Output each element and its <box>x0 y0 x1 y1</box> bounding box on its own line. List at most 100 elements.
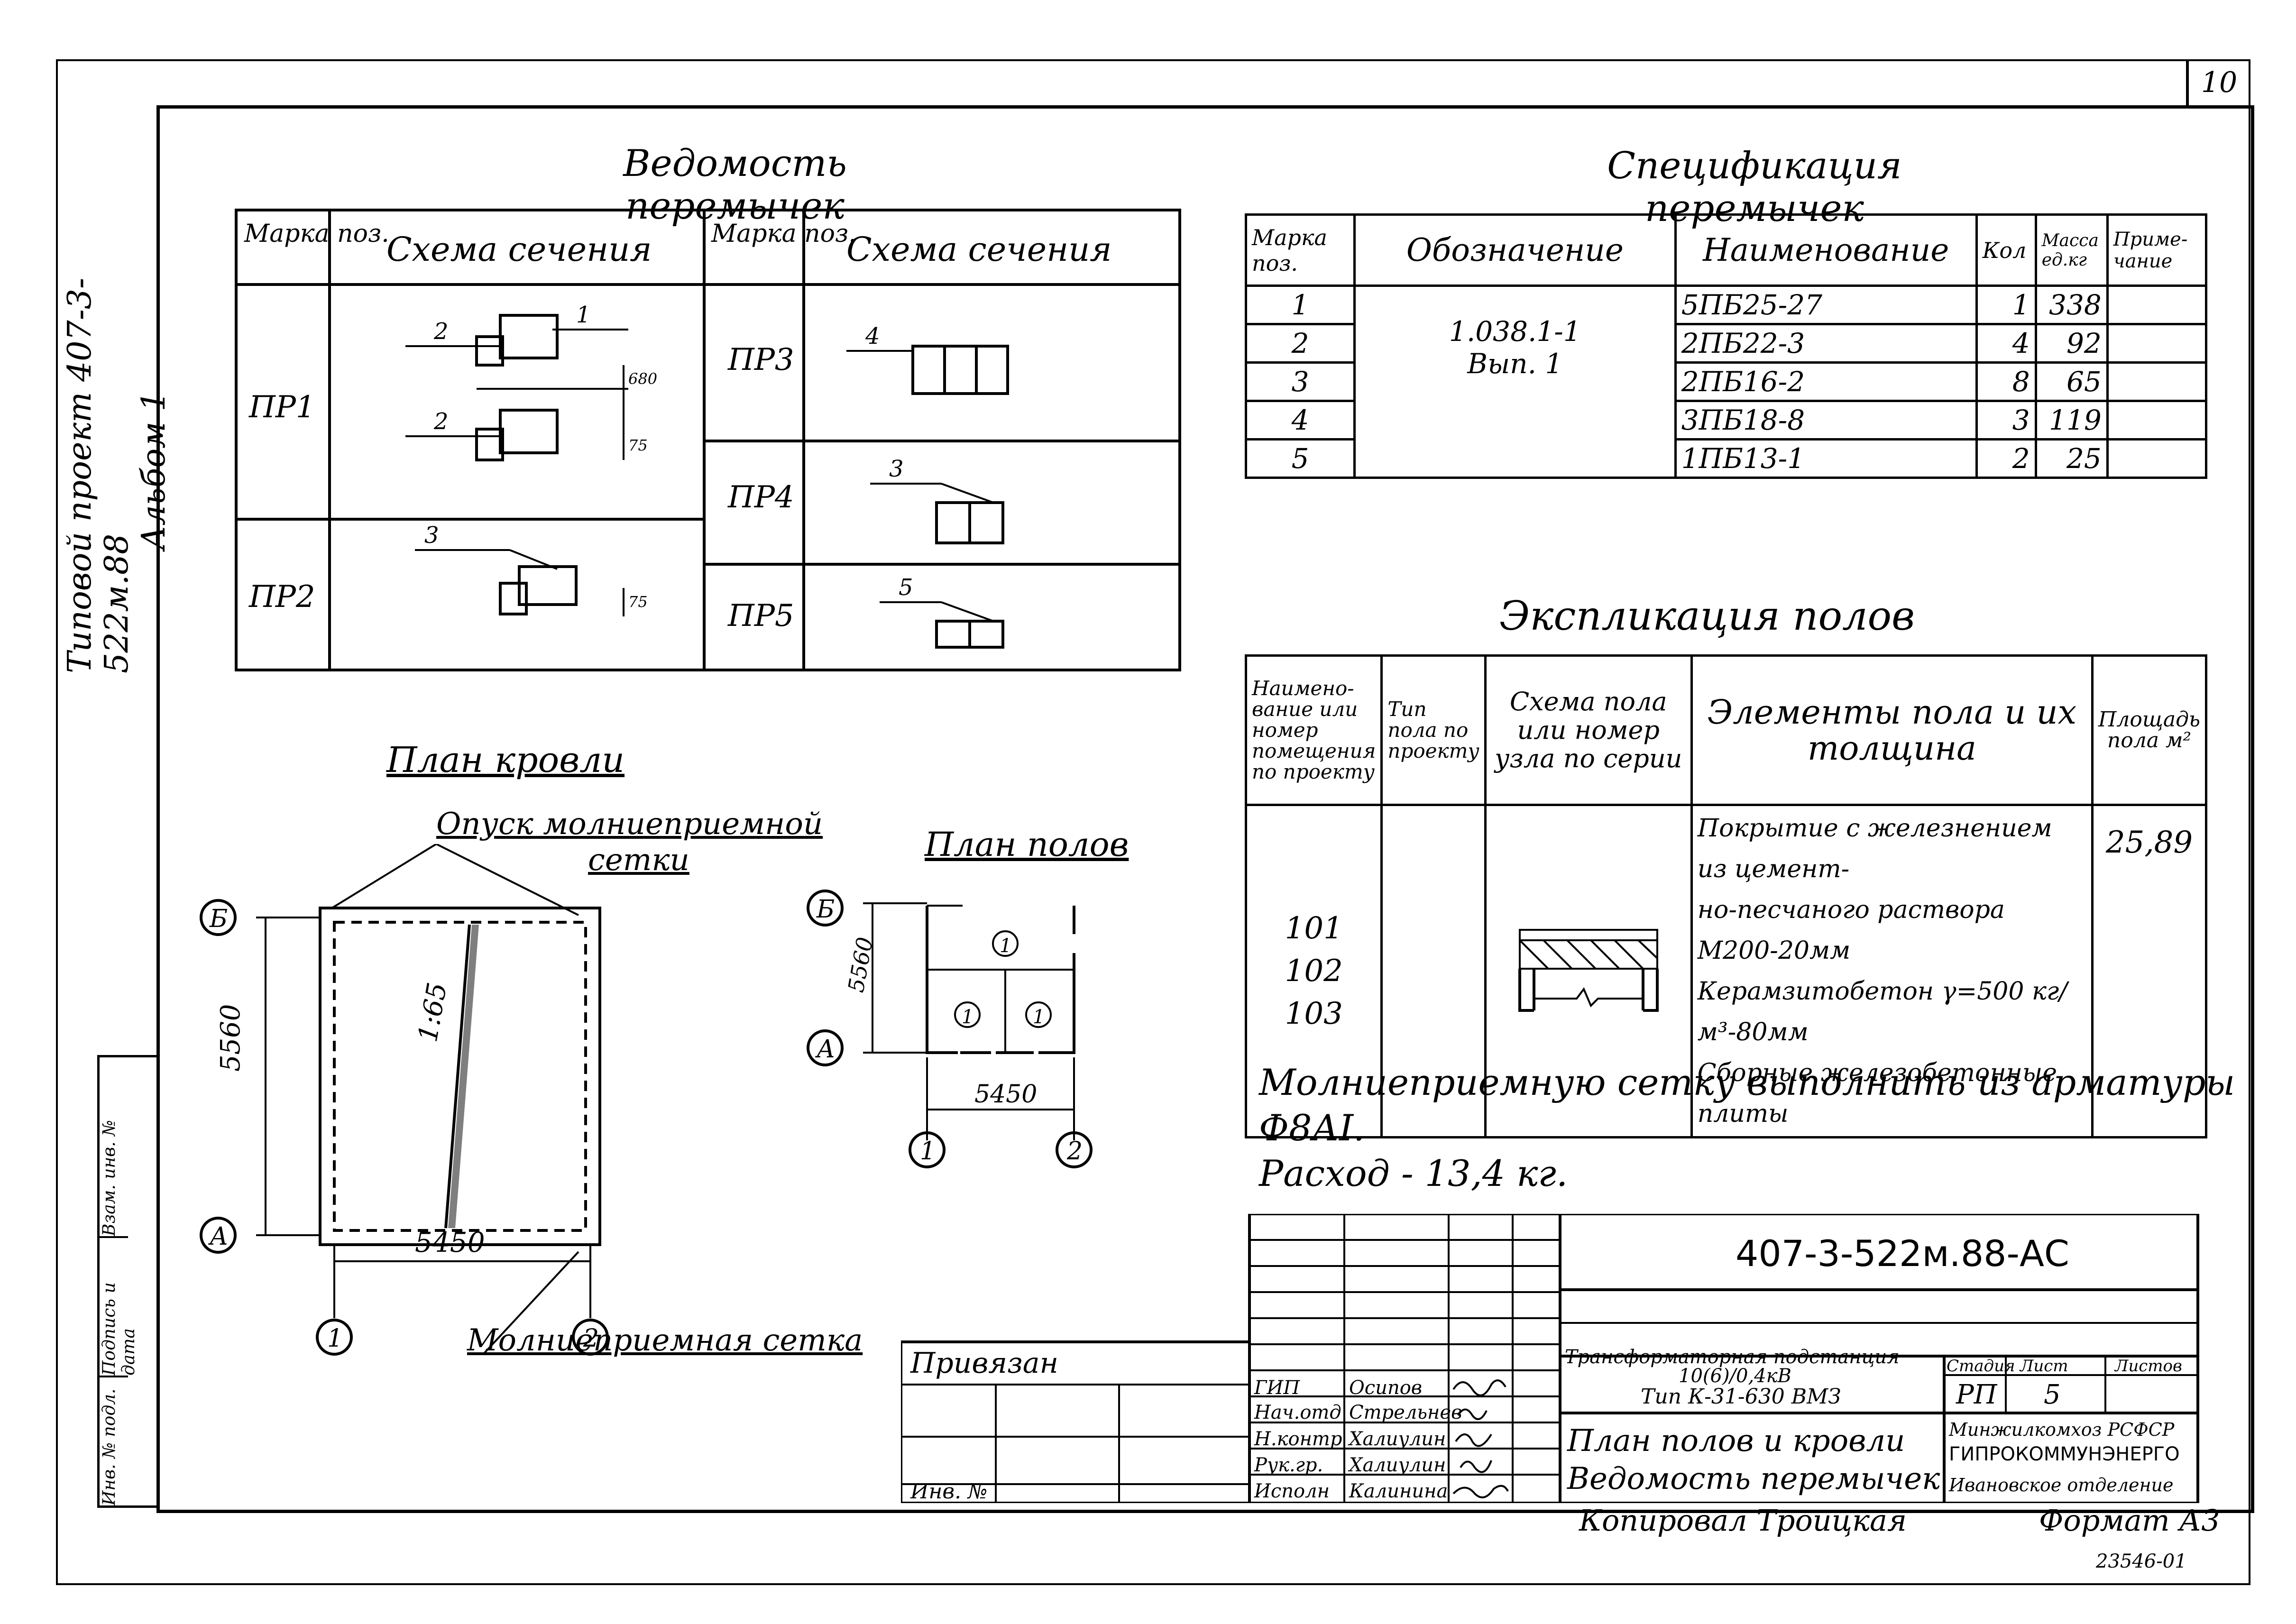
expl-hdr-room: Наимено-вание или номер помещения по про… <box>1244 654 1383 806</box>
stamp-stage-h: Стадия <box>1947 1357 2015 1376</box>
room-103: 103 <box>1285 996 1343 1031</box>
element-3: Керамзитобетон γ=500 кг/м³-80мм <box>1697 977 2067 1046</box>
signature-3 <box>1455 1433 1492 1447</box>
pr2-label-3: 3 <box>424 522 439 549</box>
stamp-sheet: 5 <box>2044 1379 2061 1410</box>
spec-name-4: 3ПБ18-8 <box>1674 400 1978 440</box>
element-1: Покрытие с железнением из цемент- <box>1697 814 2052 883</box>
mark-pr2: ПР2 <box>248 579 315 615</box>
spec-mass-1: 338 <box>2034 284 2109 325</box>
mark-pr1: ПР1 <box>248 390 315 425</box>
expl-area: 25,89 <box>2091 804 2207 1138</box>
room-102: 102 <box>1285 954 1343 989</box>
spec-qty-4: 3 <box>1975 400 2037 440</box>
stamp-inv: Инв. № <box>910 1479 988 1503</box>
expl-rooms: 101 102 103 <box>1244 804 1383 1138</box>
hdr-mark-2: Марка поз. <box>711 220 856 248</box>
scheme-pr4: 3 <box>870 456 1004 544</box>
stamp-name-4: Халиулин <box>1348 1454 1446 1476</box>
element-2: но-песчаного раствора М200-20мм <box>1697 896 2005 965</box>
pr1-label-1: 1 <box>576 302 591 328</box>
stamp-stage: РП <box>1956 1379 1998 1410</box>
left-strip: Инв. № подл. Подпись и дата Взам. инв. № <box>97 1055 159 1508</box>
roof-axis-2: 2 <box>583 1324 599 1353</box>
spec-name-3: 2ПБ16-2 <box>1674 361 1978 402</box>
lightning-note-2: Расход - 13,4 кг. <box>1259 1152 1568 1194</box>
stamp-role-3: Н.контр <box>1254 1428 1342 1450</box>
spec-designation-1: 1.038.1-1 <box>1449 315 1581 348</box>
scheme-pr2: 3 75 <box>415 522 648 616</box>
floor-axis-b: Б <box>816 895 835 924</box>
stamp-role-1: ГИП <box>1254 1377 1300 1399</box>
stamp-name-2: Стрельнев <box>1349 1402 1462 1423</box>
spec-designation: 1.038.1-1 Вып. 1 <box>1353 284 1677 479</box>
pr2-dim-75: 75 <box>628 593 648 611</box>
strip-inv: Инв. № подл. <box>100 1376 128 1505</box>
floor-axis-2: 2 <box>1066 1137 1083 1165</box>
spec-qty-5: 2 <box>1975 438 2037 479</box>
spec-pos-1: 1 <box>1244 284 1356 325</box>
roof-dim-vertical: 5560 <box>215 1004 246 1072</box>
roof-axis-b: Б <box>209 905 228 933</box>
expl-hdr-scheme: Схема пола или номер узла по серии <box>1484 654 1693 806</box>
footer-code: 23546-01 <box>2096 1551 2187 1572</box>
expl-hdr-type: Тип пола по проекту <box>1380 654 1487 806</box>
stamp-attached: Привязан <box>910 1347 1058 1380</box>
stamp-role-2: Нач.отд <box>1254 1402 1341 1423</box>
spec-hdr-desig: Обозначение <box>1353 213 1677 287</box>
roof-axis-a: А <box>208 1222 228 1251</box>
spec-pos-4: 4 <box>1244 400 1356 440</box>
scheme-pr5: 5 <box>880 574 1004 649</box>
stamp-sheet-h: Лист <box>2019 1357 2068 1376</box>
floor-axis-1: 1 <box>920 1137 936 1165</box>
spec-qty-2: 4 <box>1975 323 2037 364</box>
sheet-number: 10 <box>2186 59 2250 108</box>
spec-hdr-note: Приме-чание <box>2106 213 2208 287</box>
floor-expl-table: Наимено-вание или номер помещения по про… <box>1244 654 2207 1138</box>
floor-section-scheme <box>1484 804 1693 1138</box>
floor-dim-horizontal: 5450 <box>974 1080 1037 1109</box>
drawing-frame <box>156 105 2254 1513</box>
floor-plan-title: План полов <box>925 825 1129 864</box>
stamp-name-5: Калинина <box>1349 1480 1448 1502</box>
lintel-schedule-title: Ведомость перемычек <box>623 142 847 228</box>
roof-plan-drawing: 1:65 5560 5450 Б А 1 2 <box>200 844 609 1356</box>
floor-room-marker-2: 1 <box>962 1006 974 1028</box>
lightning-note-1: Молниеприемную сетку выполнить из армату… <box>1259 1061 2235 1149</box>
pr3-label-4: 4 <box>865 323 880 349</box>
stamp-name-1: Осипов <box>1349 1377 1422 1399</box>
lintel-spec-table: Марка поз. Обозначение Наименование Кол … <box>1244 213 2208 479</box>
stamp-project-2: 10(6)/0,4кВ <box>1679 1365 1791 1387</box>
expl-elements: Покрытие с железнением из цемент- но-пес… <box>1690 804 2094 1138</box>
stamp-name-3: Халиулин <box>1348 1428 1446 1450</box>
spec-qty-3: 8 <box>1975 361 2037 402</box>
pr1-dim-680: 680 <box>628 370 657 388</box>
lintel-schedule-table: Марка поз. Схема сечения Марка поз. Схем… <box>235 209 1181 671</box>
roof-callout-top: Опуск молниеприемной сетки <box>436 806 823 878</box>
roof-callout-top-2: сетки <box>588 843 689 878</box>
signature-4 <box>1460 1460 1492 1473</box>
expl-hdr-elements: Элементы пола и их толщина <box>1690 654 2094 806</box>
footer-format: Формат А3 <box>2039 1503 2220 1538</box>
side-title-line2: Альбом 1 <box>135 391 173 550</box>
pr5-label-5: 5 <box>899 574 913 601</box>
pr1-label-2a: 2 <box>433 318 449 345</box>
spec-name-2: 2ПБ22-3 <box>1674 323 1978 364</box>
roof-slope: 1:65 <box>413 980 453 1044</box>
spec-designation-2: Вып. 1 <box>1467 348 1563 380</box>
spec-mass-5: 25 <box>2034 438 2109 479</box>
hdr-scheme-1: Схема сечения <box>386 230 652 269</box>
pr1-label-2b: 2 <box>433 408 449 435</box>
spec-mass-2: 92 <box>2034 323 2109 364</box>
roof-callout-bottom: Молниеприемная сетка <box>467 1323 863 1358</box>
floor-room-marker-3: 1 <box>1033 1006 1045 1028</box>
side-title-line1: Типовой проект 407-3-522м.88 <box>61 277 136 673</box>
spec-hdr-qty: Кол <box>1975 213 2037 287</box>
signature-5 <box>1452 1485 1509 1498</box>
outer-frame <box>56 59 2250 1585</box>
hdr-mark-1: Марка поз. <box>244 220 389 248</box>
stamp-doc-code: 407-3-522м.88-АС <box>1736 1232 2069 1275</box>
stamp-org-3: Ивановское отделение <box>1948 1475 2174 1496</box>
strip-replace: Взам. инв. № <box>100 1119 119 1236</box>
roof-plan-title: План кровли <box>386 740 625 780</box>
